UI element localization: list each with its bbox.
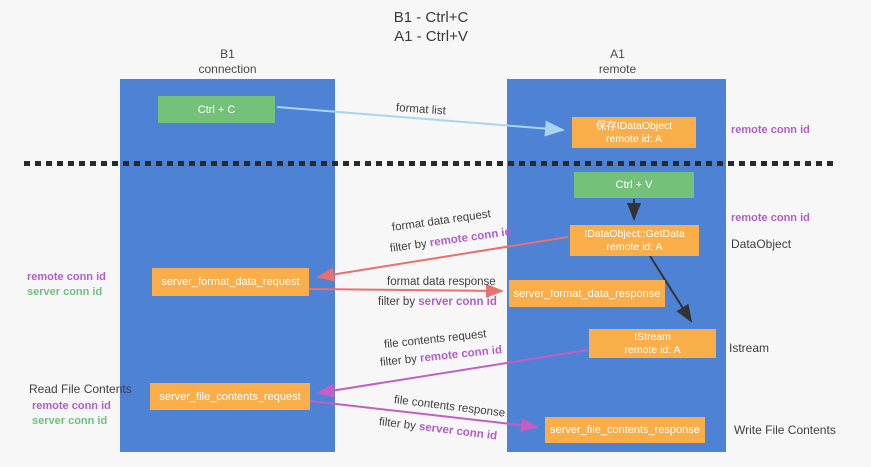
filter-by-text: filter by: [378, 296, 416, 308]
ctrl-v-box: Ctrl + V: [574, 172, 694, 198]
server-conn-id-text: server conn id: [418, 420, 498, 443]
ctrl-c-label: Ctrl + C: [197, 103, 236, 116]
remote-conn-id-text: remote conn id: [419, 344, 503, 365]
lane-b1-subtitle: connection: [198, 62, 257, 76]
ctrl-v-label: Ctrl + V: [615, 179, 653, 191]
format-list-label: format list: [395, 102, 447, 118]
istream-box: IStream remote id: A: [589, 329, 716, 358]
server-conn-id-left-1: server conn id: [27, 286, 103, 298]
dashed-separator-line: [24, 161, 836, 166]
save-idataobject-line2: remote id: A: [605, 132, 663, 145]
filter-by-text: filter by: [389, 237, 428, 255]
title-line-2: A1 - Ctrl+V: [394, 28, 468, 45]
filter-by-text: filter by: [378, 416, 417, 433]
filter-by-server-conn-id-label-2: filter by server conn id: [378, 416, 497, 442]
getdata-line2: remote id: A: [606, 240, 663, 253]
read-file-contents-label: Read File Contents: [29, 382, 132, 396]
save-idataobject-box: 保存IDataObject remote id: A: [572, 117, 696, 148]
title-line-1: B1 - Ctrl+C: [393, 9, 469, 26]
lane-a1-name: A1: [610, 47, 625, 61]
remote-conn-id-right-2: remote conn id: [731, 212, 810, 224]
server-format-data-request-label: server_format_data_request: [161, 276, 300, 288]
server-format-data-response-label: server_format_data_response: [513, 287, 661, 300]
server-file-contents-response-label: server_file_contents_response: [550, 424, 700, 436]
write-file-contents-label: Write File Contents: [734, 423, 836, 437]
format-data-response-arrow: [308, 283, 504, 298]
istream-side-label: Istream: [729, 341, 770, 355]
remote-conn-id-right-1: remote conn id: [731, 124, 810, 136]
server-conn-id-text: server conn id: [418, 296, 497, 308]
format-data-response-label: format data response: [387, 276, 496, 288]
lane-header-a1: A1 remote: [555, 47, 680, 77]
idataobject-getdata-box: IDataObject::GetData remote id: A: [570, 225, 699, 256]
diagram-title: B1 - Ctrl+C A1 - Ctrl+V: [331, 8, 531, 46]
lane-b1-name: B1: [220, 47, 235, 61]
lane-header-b1: B1 connection: [165, 47, 290, 77]
server-file-contents-request-box: server_file_contents_request: [150, 383, 310, 410]
istream-line1: IStream: [634, 330, 671, 343]
remote-conn-id-text: remote conn id: [429, 225, 513, 250]
server-file-contents-response-box: server_file_contents_response: [545, 417, 705, 443]
remote-conn-id-left-2: remote conn id: [32, 400, 111, 412]
lane-a1-subtitle: remote: [598, 62, 637, 76]
data-object-label: DataObject: [731, 237, 792, 251]
server-conn-id-left-2: server conn id: [32, 415, 108, 427]
server-format-data-request-box: server_format_data_request: [152, 268, 309, 296]
remote-conn-id-left-1: remote conn id: [27, 271, 106, 283]
ctrl-c-box: Ctrl + C: [158, 96, 275, 123]
filter-by-server-conn-id-label-1: filter by server conn id: [378, 296, 497, 308]
save-idataobject-line1: 保存IDataObject: [595, 119, 673, 132]
filter-by-text: filter by: [379, 353, 418, 369]
server-file-contents-request-label: server_file_contents_request: [159, 390, 301, 403]
istream-line2: remote id: A: [624, 343, 681, 356]
server-format-data-response-box: server_format_data_response: [509, 280, 665, 307]
getdata-line1: IDataObject::GetData: [584, 227, 685, 240]
file-contents-response-label: file contents response: [393, 394, 506, 420]
